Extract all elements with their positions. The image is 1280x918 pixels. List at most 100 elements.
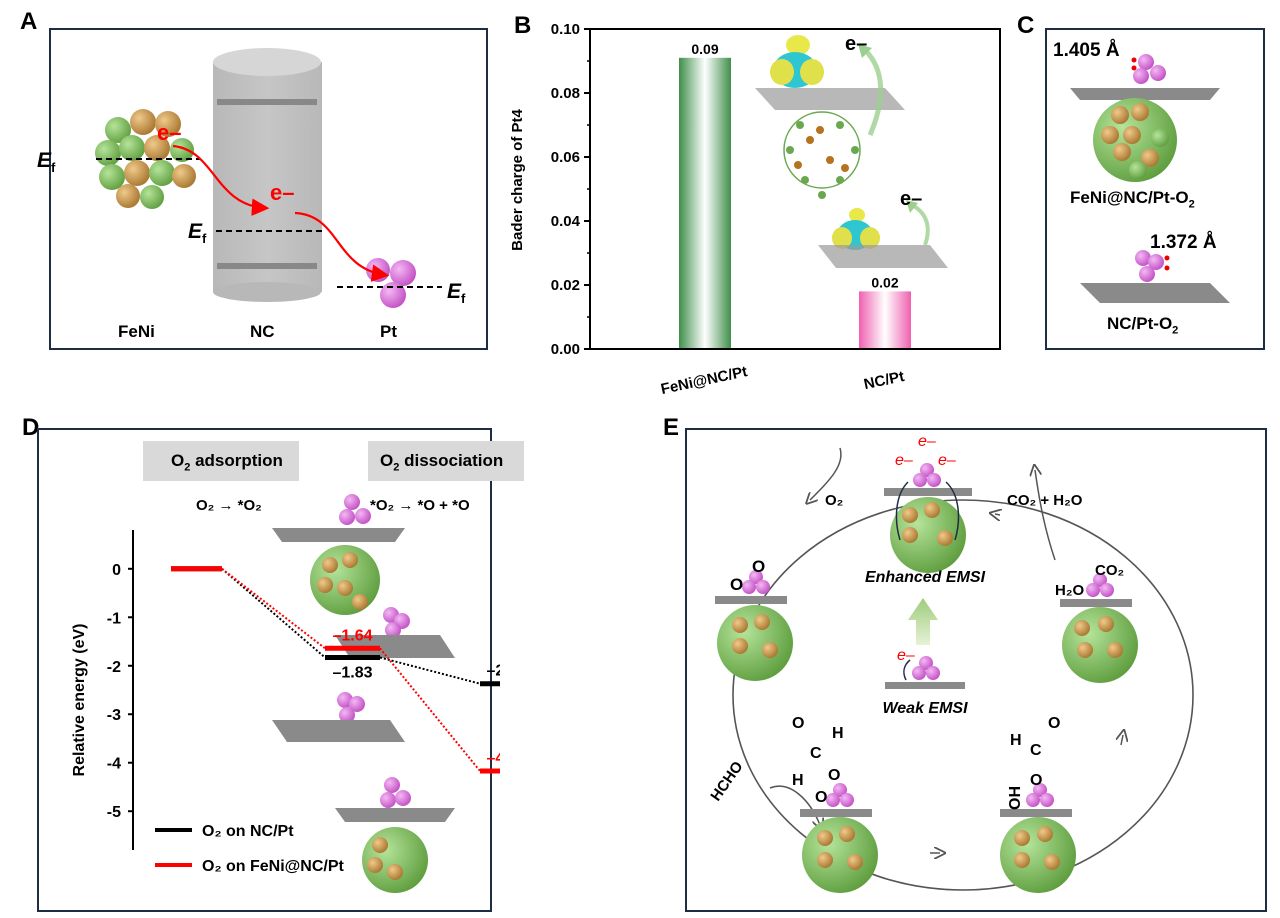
bar-data-label: 0.09	[691, 41, 718, 57]
bar-feni-nc-pt	[679, 57, 731, 350]
panel-d-frame	[37, 428, 492, 912]
energy-connector	[379, 647, 481, 772]
panel-a-frame	[49, 28, 488, 350]
electron-weak: e–	[897, 647, 915, 664]
energy-profile-chart: 0-1-2-3-4-5 –1.83–2.37–1.64–4.17 O₂ on N…	[71, 494, 500, 893]
fermi-label-pt: Ef	[447, 280, 465, 306]
sub: 2	[1188, 198, 1195, 211]
hcho-o-label: O	[792, 715, 804, 732]
cluster-top-enhanced-icon	[884, 463, 972, 573]
panel-e-frame	[685, 428, 1267, 912]
cluster-left-o2-icon	[715, 570, 793, 681]
fermi-label-feni: Ef	[37, 149, 55, 175]
fermi-sub: f	[202, 231, 207, 247]
cluster-weak-emsi-icon	[885, 656, 965, 689]
rest: dissociation	[399, 451, 504, 470]
step-dissociation-header	[368, 441, 524, 481]
hcho-h-label-1: H	[832, 725, 844, 742]
series-feni-nc-pt: –1.64 –4.17	[171, 566, 500, 774]
y-tick-label: -4	[107, 756, 121, 773]
fermi-sub: f	[51, 160, 56, 176]
energy-connector	[221, 567, 326, 650]
y-tick-label: 0.08	[551, 85, 580, 102]
formate-h-label: H	[1010, 732, 1022, 749]
label-pt: Pt	[380, 322, 397, 341]
cycle-arrows	[769, 447, 1123, 853]
o-atom-label-2: O	[730, 575, 743, 594]
hcho-o-label-3: O	[815, 789, 827, 806]
label-feni-nc-pt-o2: FeNi@NC/Pt-O2	[1070, 188, 1195, 210]
y-tick-label: -2	[107, 659, 121, 676]
nc-cylinder	[213, 48, 322, 302]
electron-arrow-2	[294, 211, 390, 282]
fermi-sub: f	[461, 291, 466, 307]
electron-label-nc: e–	[270, 180, 295, 205]
electron-label-top: e–	[845, 33, 867, 55]
bar-nc-pt	[859, 291, 911, 349]
y-tick-label: 0.10	[551, 21, 580, 38]
y-tick-label: 0.04	[551, 213, 581, 230]
y-tick-label: 0.02	[551, 277, 580, 294]
pt-cluster-icon	[366, 258, 416, 308]
electron-label-bottom: e–	[900, 188, 922, 210]
bar-data-label: 0.02	[871, 274, 898, 290]
enhanced-emsi-label: Enhanced EMSI	[865, 569, 986, 586]
nc-pt-o2-structure-icon	[1080, 250, 1230, 303]
y-tick-label: 0	[112, 562, 121, 579]
panel-c-frame	[1045, 28, 1265, 350]
rest: adsorption	[190, 451, 283, 470]
fermi-label-nc: Ef	[188, 220, 206, 246]
panel-a-letter: A	[20, 8, 38, 35]
panel-c-structures	[1070, 54, 1230, 303]
o: O	[380, 451, 394, 470]
oh-label: OH	[1007, 786, 1024, 810]
catalytic-cycle-diagram: e– e– e– e– Enhanced EMSI Weak EMSI O₂ C…	[707, 433, 1194, 893]
feni-nc-pt-o2-structure-icon	[1070, 54, 1220, 182]
y-tick-label: -3	[107, 707, 121, 724]
y-tick-label: -1	[107, 610, 121, 627]
y-tick-label: 0.00	[551, 341, 580, 358]
o2-reactant-label: O₂	[825, 492, 843, 509]
emsi-up-arrow-icon	[908, 598, 938, 645]
sub: 2	[184, 461, 191, 474]
nc-o2-adsorbed-structure-icon	[272, 692, 405, 742]
o: O	[171, 451, 185, 470]
electron-top-right: e–	[938, 452, 956, 469]
hcho-o-label-2: O	[828, 767, 840, 784]
fermi-e: E	[188, 220, 203, 243]
electron-top-left: e–	[895, 452, 913, 469]
sub: 2	[393, 461, 400, 474]
energy-connector	[379, 656, 481, 685]
cluster-bottom-left-hcho-icon	[800, 783, 878, 893]
energy-label: –1.83	[332, 665, 372, 682]
step-dissociation-reaction: *O₂ → *O + *O	[370, 497, 470, 514]
h2o-label: H₂O	[1055, 582, 1084, 599]
hcho-h-label-2: H	[792, 772, 804, 789]
legend-label: O₂ on NC/Pt	[202, 823, 294, 840]
step-adsorption-title: O2 adsorption	[171, 451, 283, 473]
feni-nc-pt-charge-density-icon	[755, 35, 905, 199]
energy-connector	[221, 568, 326, 659]
energy-label: –1.64	[332, 627, 372, 644]
hcho-label: HCHO	[707, 758, 746, 804]
panel-a-diagram	[95, 48, 442, 308]
electron-label-feni: e–	[157, 120, 182, 145]
feni-o-dissociated-structure-icon	[335, 777, 455, 893]
y-axis-title: Bader charge of Pt4	[509, 108, 526, 250]
feni-o2-adsorbed-structure-icon	[272, 494, 405, 615]
panel-c-letter: C	[1017, 12, 1035, 39]
co2-label: CO₂	[1095, 562, 1124, 579]
bond-length-nc: 1.372 Å	[1150, 232, 1217, 253]
formate-o-label-2: O	[1030, 772, 1042, 789]
step-dissociation-title: O2 dissociation	[380, 451, 503, 473]
products-label: CO₂ + H₂O	[1007, 492, 1083, 509]
label-nc: NC	[250, 322, 275, 341]
energy-label: –4.17	[486, 750, 500, 767]
cycle-ring	[732, 499, 1194, 891]
cluster-right-products-icon	[1060, 573, 1138, 683]
label-text: NC/Pt-O	[1107, 314, 1173, 333]
panel-e-letter: E	[663, 414, 680, 441]
nc-pt-charge-density-icon	[818, 200, 948, 268]
step-adsorption-header	[143, 441, 299, 481]
